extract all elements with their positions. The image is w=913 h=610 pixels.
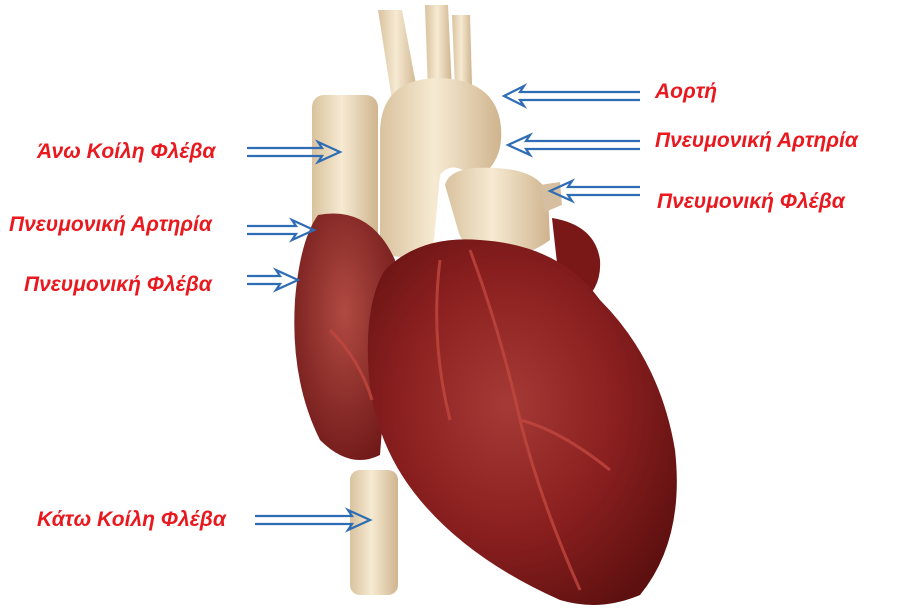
label-inferior-vena-cava: Κάτω Κοίλη Φλέβα bbox=[37, 508, 226, 532]
label-pulmonary-artery-left: Πνευμονική Αρτηρία bbox=[9, 213, 212, 237]
arrow-aorta bbox=[504, 86, 640, 106]
label-pulmonary-artery-right: Πνευμονική Αρτηρία bbox=[655, 129, 858, 153]
label-pulmonary-vein-left: Πνευμονική Φλέβα bbox=[24, 273, 212, 297]
label-aorta: Αορτή bbox=[655, 80, 717, 104]
label-superior-vena-cava: Άνω Κοίλη Φλέβα bbox=[37, 140, 215, 164]
arrow-pulmonary-vein-left bbox=[247, 270, 298, 290]
arrow-inferior-vena-cava bbox=[255, 510, 370, 530]
arrow-superior-vena-cava bbox=[247, 142, 340, 162]
arrow-pulmonary-artery-right bbox=[508, 135, 640, 155]
label-pulmonary-vein-right: Πνευμονική Φλέβα bbox=[657, 190, 845, 214]
arrow-pulmonary-artery-left bbox=[247, 220, 314, 240]
arrow-pulmonary-vein-right bbox=[550, 181, 640, 201]
